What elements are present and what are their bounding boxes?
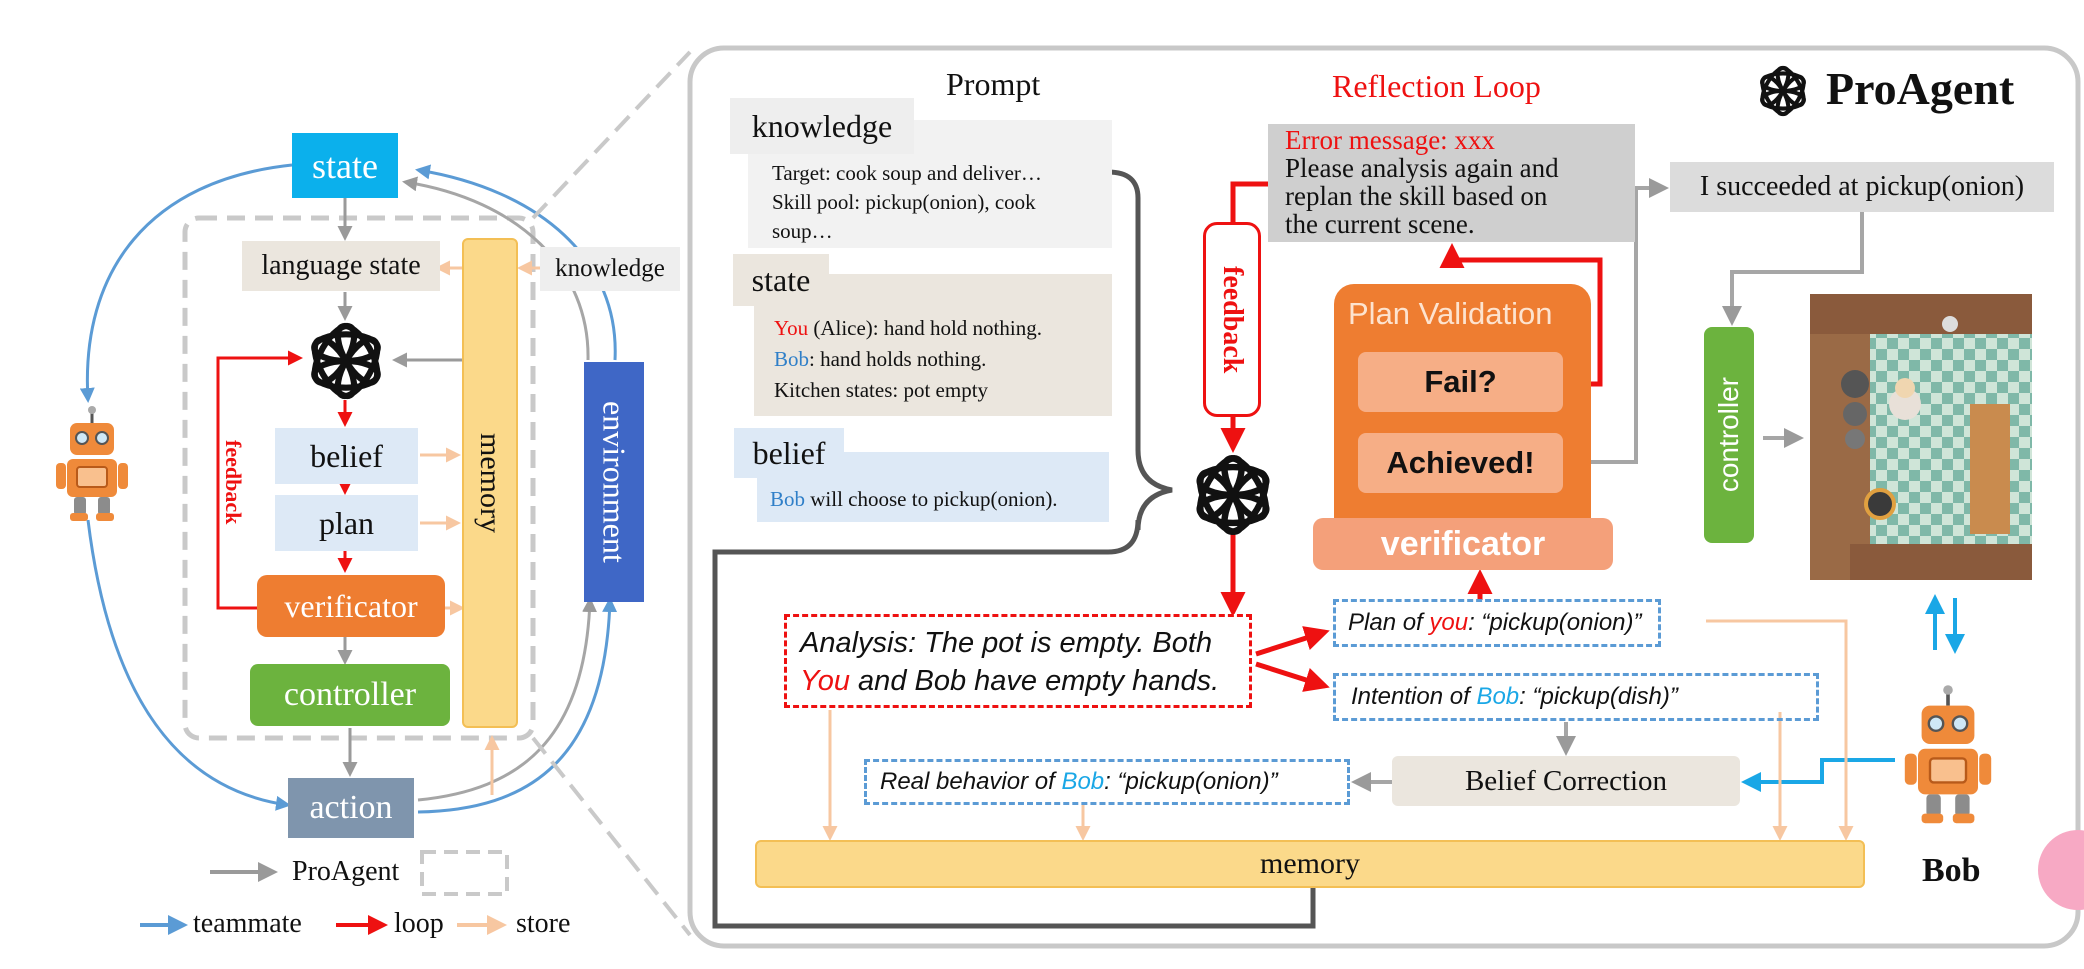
memory-column: memory	[462, 238, 518, 728]
reflection-loop-title: Reflection Loop	[1332, 68, 1541, 104]
verificator-box: verificator	[257, 575, 445, 637]
analysis-you-word: You	[800, 665, 850, 697]
feedback-pill-label: feedback	[1217, 265, 1248, 374]
error-line: Error message: xxx	[1285, 125, 1495, 155]
state-line-1: You (Alice): hand hold nothing.	[774, 313, 1042, 344]
plan-of-you-text: Plan of you: “pickup(onion)”	[1348, 609, 1642, 637]
belief-box: belief	[275, 428, 418, 484]
legend-loop-label: loop	[394, 908, 444, 939]
fail-box: Fail?	[1358, 352, 1563, 412]
error-message-box	[1268, 124, 1635, 242]
controller-vertical-label: controller	[1713, 377, 1744, 493]
knowledge-line-2: Skill pool: pickup(onion), cook	[772, 190, 1036, 214]
plan-of-suffix: : “pickup(onion)”	[1468, 609, 1642, 636]
state-line-2: Bob: hand holds nothing.	[774, 344, 1042, 375]
plan-validation-title: Plan Validation	[1348, 296, 1553, 331]
achieved-box: Achieved!	[1358, 433, 1563, 493]
proagent-detail-panel	[687, 45, 2081, 949]
memory-label: memory	[474, 433, 507, 533]
analysis-line-2: You and Bob have empty hands.	[800, 662, 1219, 700]
teammate-arrow-env-to-state	[415, 164, 617, 361]
legend-proagent-label: ProAgent	[292, 856, 400, 887]
state-prompt-label: state	[733, 254, 829, 306]
belief-prompt-text: Bob will choose to pickup(onion).	[770, 487, 1058, 512]
analysis-line-1: Analysis: The pot is empty. Both	[800, 627, 1213, 659]
controller-vertical-box: controller	[1704, 327, 1754, 543]
proagent-boundary	[182, 215, 536, 741]
belief-bob-word: Bob	[770, 487, 806, 511]
teammate-arrow-state-to-robot	[79, 163, 293, 403]
openai-logo-icon	[311, 322, 381, 400]
action-box: action	[288, 778, 414, 838]
knowledge-line-1: Target: cook soup and deliver…	[772, 161, 1042, 185]
prompt-title: Prompt	[946, 66, 1041, 102]
state-prompt-text: You (Alice): hand hold nothing. Bob: han…	[774, 313, 1042, 406]
analysis-text: Analysis: The pot is empty. Both You and…	[800, 624, 1219, 700]
plan-of-you-word: you	[1429, 609, 1469, 636]
intention-of-bob-text: Intention of Bob: “pickup(dish)”	[1351, 683, 1678, 711]
controller-box: controller	[250, 664, 450, 726]
belief-prompt-label: belief	[734, 428, 844, 478]
game-scene-image	[1810, 294, 2032, 580]
bob-label: Bob	[1922, 852, 1981, 889]
teammate-arrow-robot-to-action	[86, 519, 291, 811]
teammate-robot-icon	[56, 406, 128, 521]
state-line-3: Kitchen states: pot empty	[774, 378, 989, 402]
real-behavior-box	[864, 759, 1350, 805]
reflection-line-2: replan the skill based on	[1285, 181, 1548, 211]
state-bob-word: Bob	[774, 347, 810, 371]
success-message-box: I succeeded at pickup(onion)	[1670, 162, 2054, 212]
real-behavior-bob-word: Bob	[1061, 768, 1105, 795]
reflection-line-1: Please analysis again and	[1285, 153, 1559, 183]
belief-correction-box: Belief Correction	[1392, 756, 1740, 806]
real-behavior-text: Real behavior of Bob: “pickup(onion)”	[880, 768, 1278, 796]
proagent-brand-name: ProAgent	[1826, 63, 2015, 114]
verificator-bar: verificator	[1313, 518, 1613, 570]
real-behavior-suffix: : “pickup(onion)”	[1104, 768, 1278, 795]
state-you-word: You	[774, 316, 809, 340]
environment-column: environment	[584, 362, 644, 602]
proagent-arrow-env-to-state	[402, 176, 590, 361]
legend-proagent-box	[420, 850, 509, 896]
plan-of-prefix: Plan of	[1348, 609, 1430, 636]
memory-bar: memory	[755, 840, 1865, 888]
plan-box: plan	[275, 495, 418, 551]
knowledge-box: knowledge	[540, 247, 680, 291]
knowledge-line-3: soup…	[772, 219, 833, 243]
state-line-1-rest: (Alice): hand hold nothing.	[808, 316, 1042, 340]
environment-label: environment	[596, 401, 633, 563]
language-state-box: language state	[242, 241, 440, 291]
analysis-box	[784, 614, 1252, 708]
belief-rest: will choose to pickup(onion).	[805, 487, 1058, 511]
intention-suffix: : “pickup(dish)”	[1519, 683, 1678, 710]
state-line-2-rest: : hand holds nothing.	[809, 347, 987, 371]
reflection-line-3: the current scene.	[1285, 209, 1475, 239]
left-feedback-loop	[216, 350, 303, 610]
legend-store-label: store	[516, 908, 571, 939]
intention-of-bob-box	[1333, 673, 1819, 721]
knowledge-prompt-text: Target: cook soup and deliver… Skill poo…	[772, 159, 1042, 246]
legend-teammate-label: teammate	[193, 908, 302, 939]
state-box: state	[292, 133, 398, 198]
bob-robot-icon	[1904, 685, 1992, 824]
intention-prefix: Intention of	[1351, 683, 1477, 710]
left-feedback-label: feedback	[221, 440, 246, 525]
real-behavior-prefix: Real behavior of	[880, 768, 1062, 795]
intention-bob-word: Bob	[1476, 683, 1520, 710]
prompt-bracket	[712, 169, 1316, 929]
feedback-pill: feedback	[1203, 222, 1261, 417]
analysis-line-2-rest: and Bob have empty hands.	[850, 665, 1220, 697]
error-message-text: Error message: xxx Please analysis again…	[1285, 126, 1559, 238]
knowledge-prompt-label: knowledge	[730, 98, 914, 154]
plan-of-you-box	[1333, 599, 1661, 647]
proagent-brand-icon	[1760, 65, 1806, 117]
llm-openai-icon	[1196, 455, 1270, 535]
